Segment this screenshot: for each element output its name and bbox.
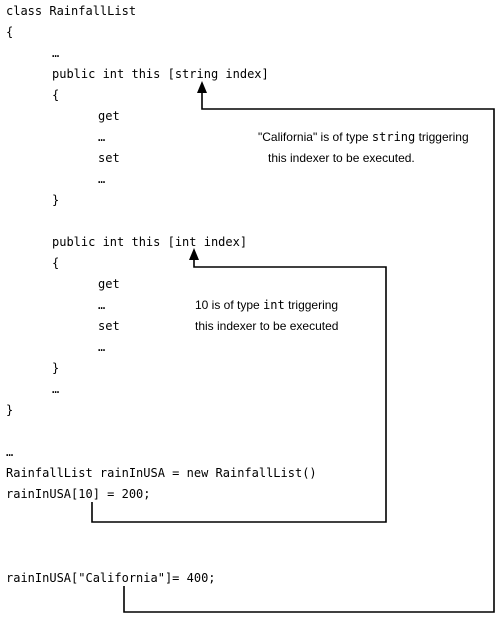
string-indexer-set: set [98,151,120,165]
note-type: string [371,130,416,144]
int-indexer-prefix: public int this [52,235,168,249]
int-indexer-open-brace: { [52,256,60,270]
int-indexer-arrowhead [189,248,199,260]
int-indexer-note-line2: this indexer to be executed [195,319,339,333]
string-indexer-close-brace: } [52,193,60,207]
string-indexer-arrowhead [197,81,207,93]
string-indexer-get: get [98,109,120,123]
int-indexer-note-line1: 10 is of type int triggering [195,298,338,312]
string-indexer-open-brace: { [52,88,60,102]
note-text: "California" is of type [258,130,372,144]
ellipsis-line: … [6,445,14,459]
note-text: triggering [415,130,469,144]
note-type: int [263,298,285,312]
note-text: triggering [284,298,339,312]
note-text: 10 is of type [195,298,264,312]
class-open-brace: { [6,25,14,39]
ellipsis-line: … [98,298,106,312]
ellipsis-line: … [98,340,106,354]
int-access-line: rainInUSA[10] = 200; [6,487,151,501]
string-access-line: rainInUSA["California"]= 400; [6,571,216,585]
string-indexer-note-line2: this indexer to be executed. [268,151,415,165]
ellipsis-line: … [98,130,106,144]
int-indexer-close-brace: } [52,361,60,375]
string-indexer-signature: public int this [string index] [52,67,269,81]
class-close-brace: } [6,403,14,417]
int-indexer-get: get [98,277,120,291]
int-indexer-set: set [98,319,120,333]
int-indexer-arrow [91,255,387,523]
ellipsis-line: … [98,172,106,186]
class-declaration: class RainfallList [6,4,137,18]
string-indexer-arrow [123,88,495,613]
string-indexer-param: [string index] [167,67,269,81]
string-indexer-note-line1: "California" is of type string triggerin… [258,130,469,144]
ellipsis-line: … [52,46,60,60]
instantiation-line: RainfallList rainInUSA = new RainfallLis… [6,466,317,480]
int-indexer-signature: public int this [int index] [52,235,247,249]
int-indexer-param: [int index] [167,235,248,249]
string-indexer-prefix: public int this [52,67,168,81]
ellipsis-line: … [52,382,60,396]
